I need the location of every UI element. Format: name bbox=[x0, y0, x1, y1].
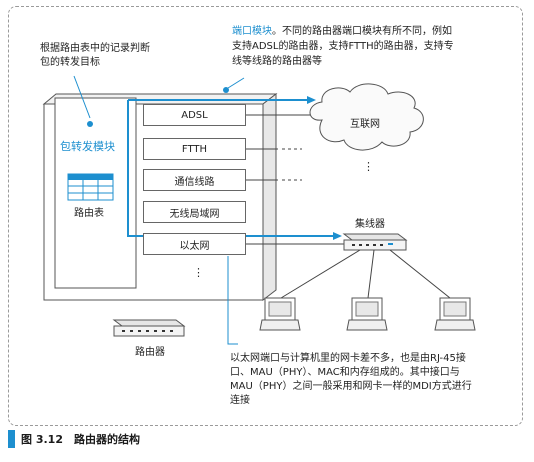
port-note-line-2: 支持ADSL的路由器，支持FTTH的路由器，支持专 bbox=[232, 41, 454, 52]
computer-3 bbox=[434, 297, 476, 331]
internet-label: 互联网 bbox=[350, 119, 380, 130]
port-module-ethernet: 以太网 bbox=[143, 233, 246, 255]
routing-table-icon bbox=[67, 173, 114, 201]
forwarding-module-label: 包转发模块 bbox=[60, 140, 115, 153]
port-note-line-1-rest: 。不同的路由器端口模块有所不同，例如 bbox=[272, 26, 452, 37]
port-module-ftth: FTTH bbox=[143, 138, 246, 160]
port-module-leased-line: 通信线路 bbox=[143, 169, 246, 191]
table-note-line-1: 根据路由表中的记录判断 bbox=[40, 43, 150, 54]
port-module-adsl: ADSL bbox=[143, 104, 246, 126]
internet-ellipsis: ⋮ bbox=[363, 160, 374, 173]
hub-device bbox=[342, 233, 408, 251]
port-links bbox=[246, 114, 345, 245]
port-note-line-1: 端口模块。不同的路由器端口模块有所不同，例如 bbox=[232, 25, 452, 38]
ethernet-note-line-4: 连接 bbox=[230, 395, 250, 406]
ports-ellipsis: ⋮ bbox=[193, 266, 204, 279]
hub-links bbox=[280, 249, 451, 299]
router-device-label: 路由器 bbox=[135, 347, 165, 358]
caption-marker bbox=[8, 430, 15, 448]
computer-2 bbox=[346, 297, 388, 331]
figure-caption: 图 3.12 路由器的结构 bbox=[21, 433, 140, 446]
table-note-line-2: 包的转发目标 bbox=[40, 57, 100, 68]
computer-1 bbox=[259, 297, 301, 331]
port-note-title: 端口模块 bbox=[232, 26, 272, 37]
routing-table-label: 路由表 bbox=[74, 208, 104, 219]
router-device-icon bbox=[112, 319, 186, 337]
port-note-line-3: 线等线路的路由器等 bbox=[232, 56, 322, 67]
ethernet-note-line-2: 口、MAU（PHY）、MAC和内存组成的。其中接口与 bbox=[230, 367, 460, 378]
port-module-wireless-lan: 无线局域网 bbox=[143, 201, 246, 223]
hub-label: 集线器 bbox=[355, 219, 385, 230]
ethernet-note-line-1: 以太网端口与计算机里的网卡差不多，也是由RJ-45接 bbox=[230, 353, 466, 364]
figure-frame bbox=[8, 6, 523, 426]
ethernet-note-line-3: MAU（PHY）之间一般采用和网卡一样的MDI方式进行 bbox=[230, 381, 472, 392]
internet-cloud bbox=[309, 83, 424, 151]
